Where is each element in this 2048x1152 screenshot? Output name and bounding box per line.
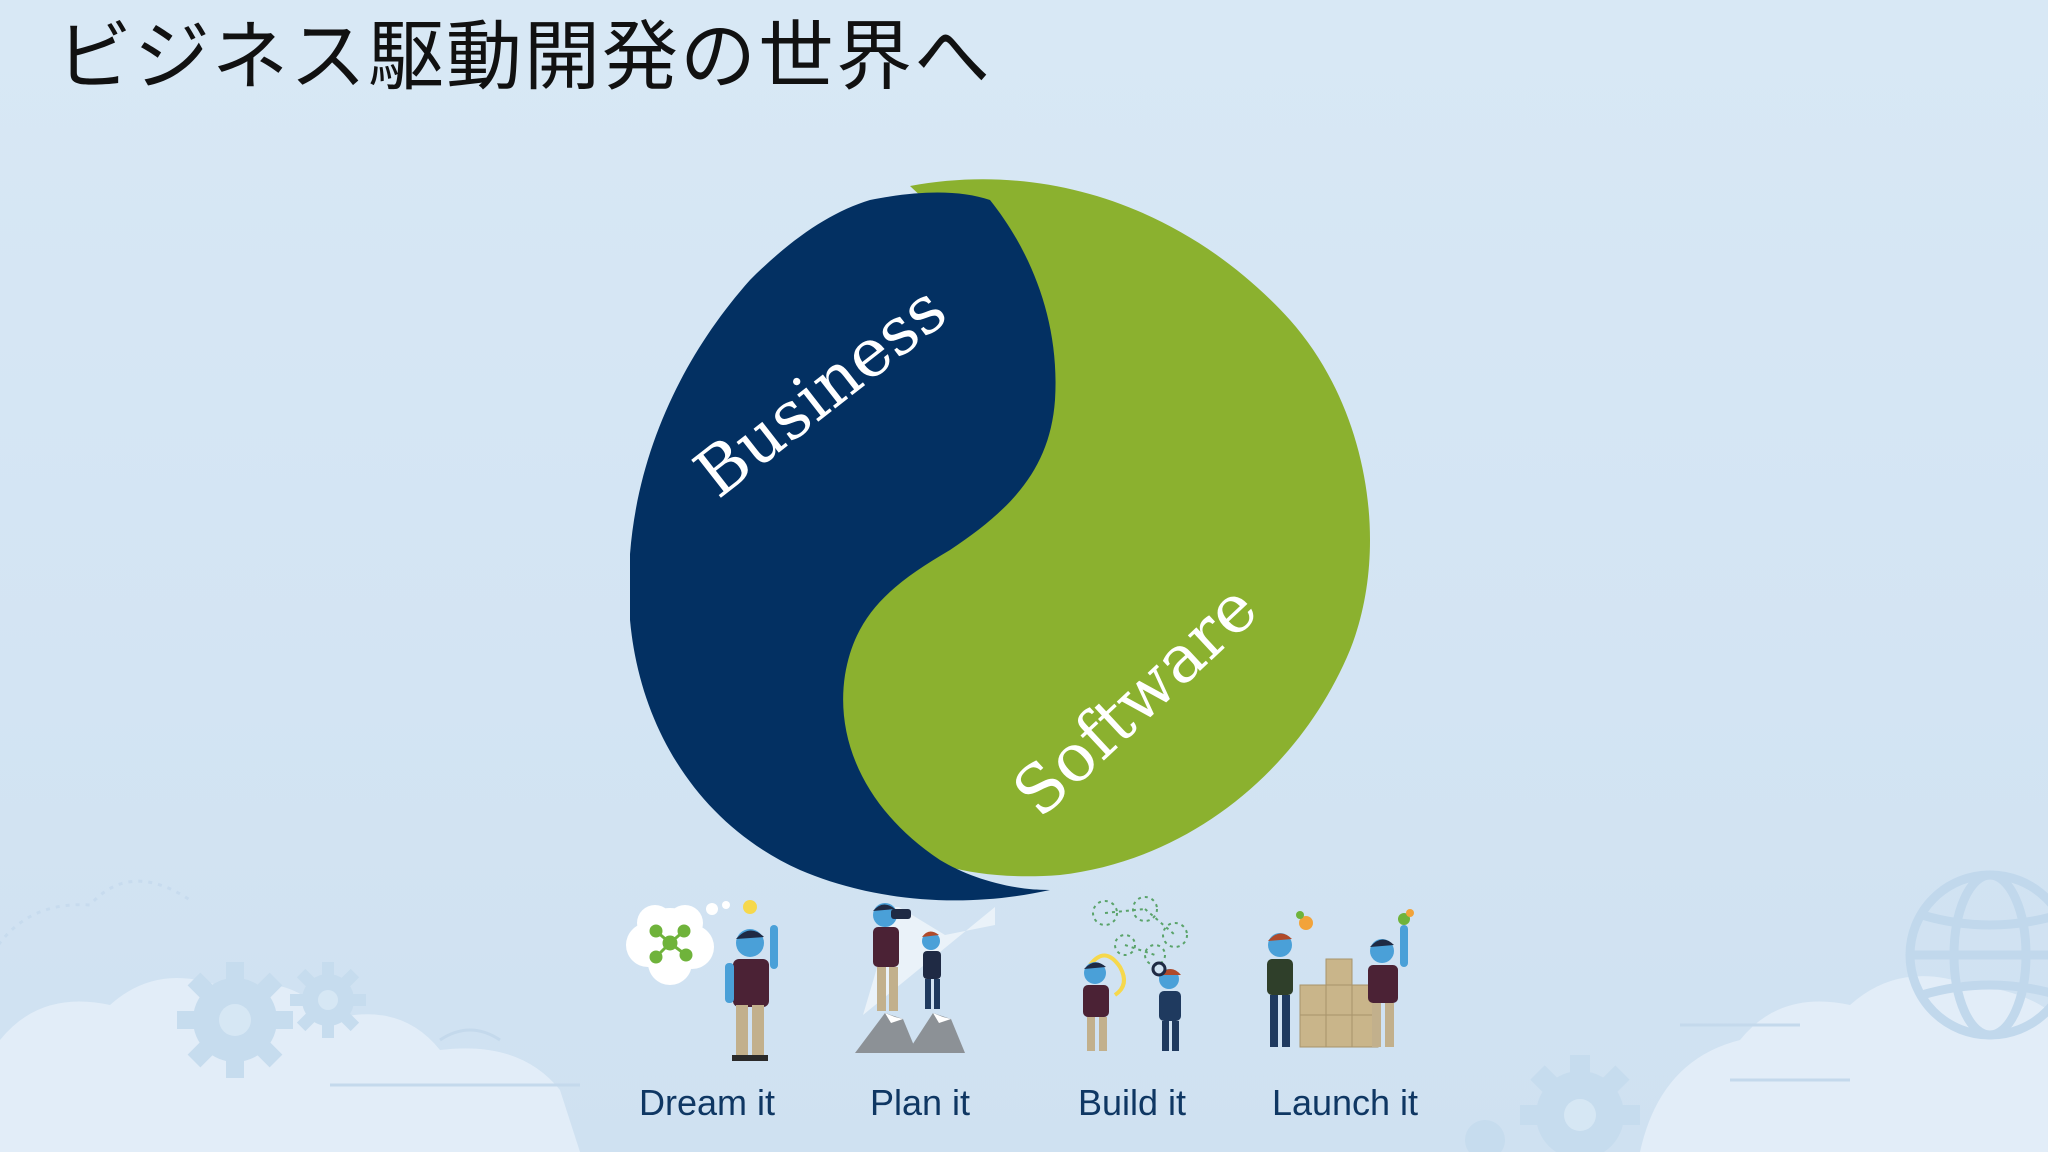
plan-people-icon <box>855 903 995 1053</box>
step-label-launch: Launch it <box>1271 1082 1419 1123</box>
globe-icon <box>1905 870 2048 1040</box>
business-software-diagram: Business Software <box>630 179 1370 901</box>
step-label-build: Build it <box>1077 1082 1187 1123</box>
build-people-icon <box>1083 896 1188 1051</box>
dream-person-icon <box>626 900 778 1061</box>
cloud-icon <box>0 978 580 1152</box>
slide-title: ビジネス駆動開発の世界へ <box>56 12 992 101</box>
gear-icon <box>1465 1055 1640 1152</box>
step-label-dream: Dream it <box>638 1082 776 1123</box>
step-label-plan: Plan it <box>869 1082 971 1123</box>
gear-icon <box>290 962 366 1038</box>
gear-icon <box>177 962 293 1078</box>
business-shape <box>630 192 1056 901</box>
software-shape <box>801 179 1370 877</box>
launch-people-icon <box>1267 909 1414 1048</box>
